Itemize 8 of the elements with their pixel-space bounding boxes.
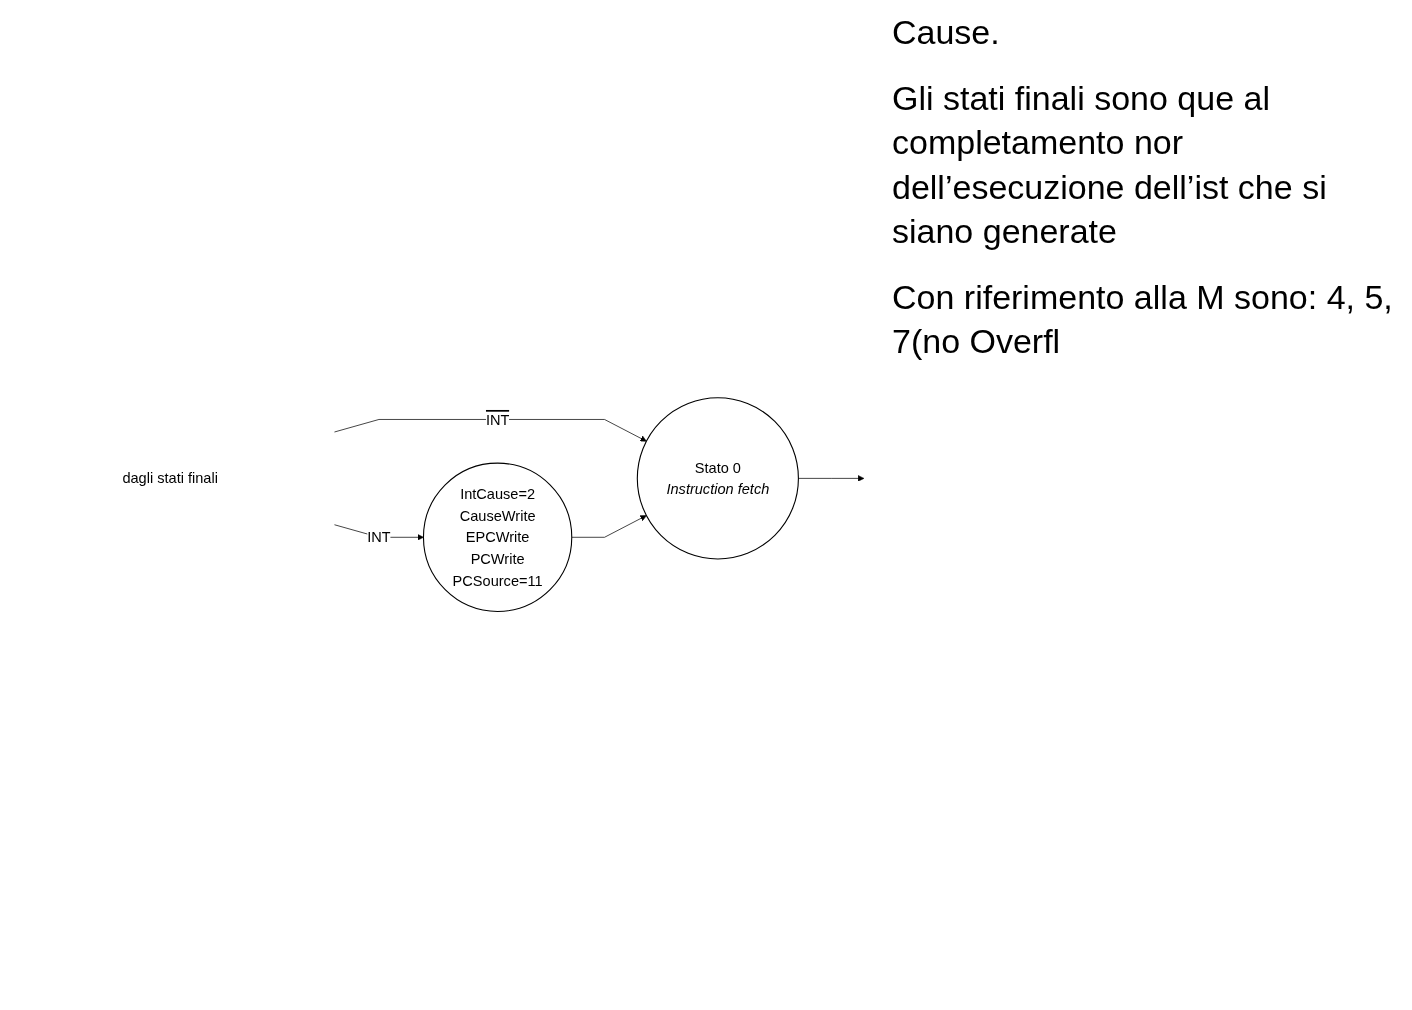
node-circle: Stato 0 Instruction fetch: [636, 397, 799, 560]
node-text: dagli stati finali: [122, 470, 218, 487]
note-text: Con riferimento alla M sono: 4, 5, 7(no Overfl: [892, 276, 1394, 363]
edge-label: INT: [367, 529, 391, 546]
note-text: Gli stati finali sono que al completamento nor dell’esecuzione dell’ist che si siano generate: [892, 78, 1328, 252]
node-circle: IntCause=2 CauseWrite EPCWrite PCWrite PCSource=11: [422, 462, 573, 613]
edge-label: INT: [485, 411, 510, 428]
note-text: Cause.: [892, 12, 1001, 53]
